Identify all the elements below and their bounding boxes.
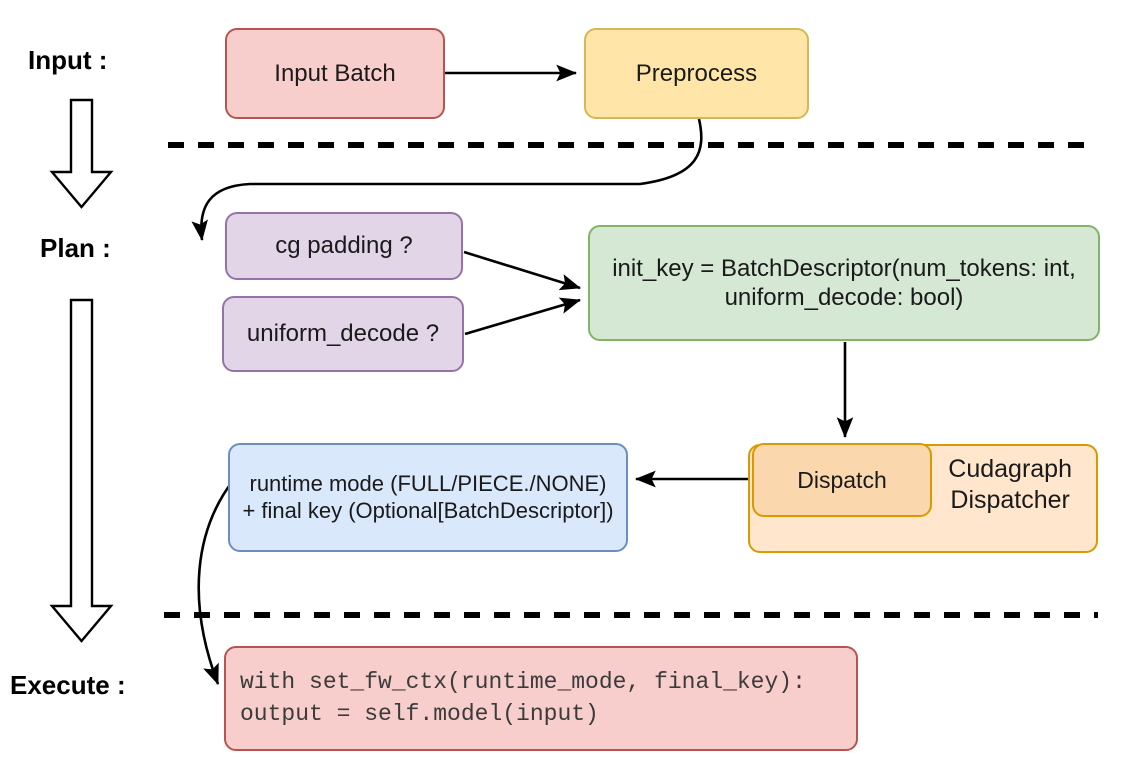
connector-runtime-mode-to-execute-code [197, 481, 234, 685]
node-input-batch[interactable]: Input Batch [225, 28, 445, 119]
stage-arrow-input-to-plan [49, 98, 114, 209]
stage-arrow-plan-to-execute [49, 298, 114, 643]
node-dispatch[interactable]: Dispatch [752, 443, 932, 517]
node-init-key[interactable]: init_key = BatchDescriptor(num_tokens: i… [588, 225, 1100, 341]
stage-label-execute: Execute : [10, 670, 126, 700]
node-uniform-decode[interactable]: uniform_decode ? [222, 296, 464, 372]
node-execute-code[interactable]: with set_fw_ctx(runtime_mode, final_key)… [224, 646, 858, 751]
node-cg-padding[interactable]: cg padding ? [225, 212, 463, 280]
node-preprocess[interactable]: Preprocess [584, 28, 809, 119]
connector-cg-padding-to-init-key [463, 250, 581, 291]
node-runtime-mode[interactable]: runtime mode (FULL/PIECE./NONE) + final … [228, 443, 628, 552]
connector-uniform-decode-to-init-key [464, 297, 581, 336]
connector-preprocess-to-cg-padding [191, 118, 703, 242]
stage-label-plan: Plan : [40, 233, 111, 263]
stage-label-input: Input : [28, 45, 108, 75]
